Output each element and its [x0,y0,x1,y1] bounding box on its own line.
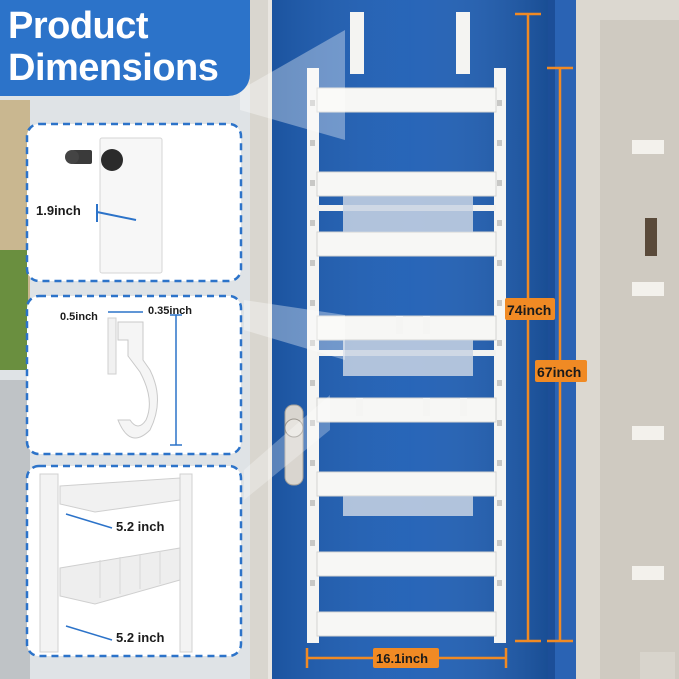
basket-depth-bottom-label: 5.2 inch [116,630,165,645]
hook-depth-label: 1.9inch [36,203,81,218]
rack-width-label: 16.1inch [376,651,429,666]
basket-depth-top-label: 5.2 inch [116,519,165,534]
title-banner: Product Dimensions [0,0,250,96]
title-line-1: Product [8,5,149,47]
rack-height-label: 67inch [537,364,582,380]
title-line-2: Dimensions [8,47,219,89]
hook-width-label: 0.5inch [60,311,98,323]
overall-height-label: 74inch [507,302,552,318]
hook-gap-label: 0.35inch [148,305,193,317]
